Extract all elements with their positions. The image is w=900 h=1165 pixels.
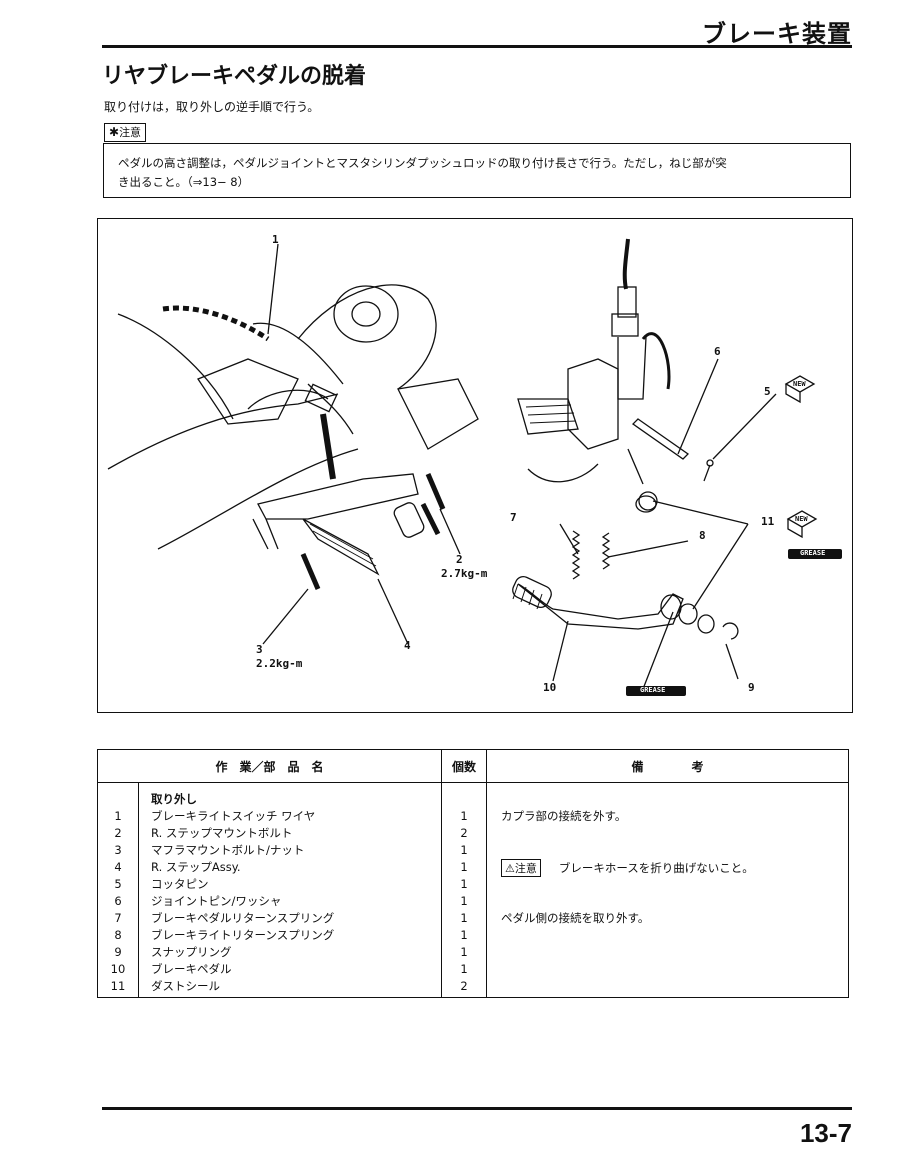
callout-3-torque: 2.2kg-m — [256, 657, 303, 670]
row-qty: 1 — [460, 928, 468, 942]
row-qty: 1 — [460, 962, 468, 976]
callout-5: 5 — [764, 385, 771, 398]
name-column: 取り外し ブレーキライトスイッチ ワイヤ R. ステップマウントボルト マフラマ… — [138, 782, 442, 998]
row-name: ブレーキライトリターンスプリング — [151, 928, 335, 942]
number-column: 1 2 3 4 5 6 7 8 9 10 11 — [97, 782, 139, 998]
row-no: 6 — [114, 894, 122, 908]
row-qty: 1 — [460, 911, 468, 925]
caution-star-icon: ✱ — [109, 125, 120, 139]
remarks-column: カプラ部の接続を外す。 ⚠注意 ブレーキホースを折り曲げないこと。 ペダル側の接続… — [486, 782, 849, 998]
new-part-icon-5: NEW — [793, 380, 806, 388]
row-name: ダストシール — [151, 979, 220, 993]
callout-4: 4 — [404, 639, 411, 652]
new-part-icon-11: NEW — [795, 515, 808, 523]
callout-10: 10 — [543, 681, 557, 694]
row-name: R. ステップマウントボルト — [151, 826, 293, 840]
row-name: スナップリング — [151, 945, 232, 959]
row-qty: 2 — [460, 826, 468, 840]
header-name: 作 業／部 品 名 — [97, 749, 442, 783]
remark-row-7: ペダル側の接続を取り外す。 — [501, 911, 650, 925]
callout-1: 1 — [272, 233, 279, 246]
callout-8: 8 — [699, 529, 706, 542]
row-qty: 1 — [460, 945, 468, 959]
row-no: 4 — [114, 860, 122, 874]
caution-badge-label: 注意 — [119, 126, 142, 139]
callout-2: 2 — [456, 553, 463, 566]
caution-text-line1: ペダルの高さ調整は，ペダルジョイントとマスタシリンダプッシュロッドの取り付け長さ… — [118, 156, 727, 170]
row-name: R. ステップAssy. — [151, 860, 241, 874]
callout-11: 11 — [761, 515, 775, 528]
header-qty: 個数 — [441, 749, 487, 783]
caution-triangle-icon: ⚠注意 — [501, 859, 541, 877]
header-rule — [102, 45, 852, 48]
row-qty: 1 — [460, 877, 468, 891]
install-note: 取り付けは，取り外しの逆手順で行う。 — [104, 100, 320, 114]
row-name: コッタピン — [151, 877, 209, 891]
row-no: 2 — [114, 826, 122, 840]
callout-2-torque: 2.7kg-m — [441, 567, 488, 580]
grease-icon-11: GREASE — [800, 549, 826, 557]
remark-row-4-text: ブレーキホースを折り曲げないこと。 — [558, 861, 754, 875]
row-name: ジョイントピン/ワッシャ — [151, 894, 282, 908]
row-qty: 1 — [460, 843, 468, 857]
parts-table: 作 業／部 品 名 個数 備 考 1 2 3 4 5 6 7 8 9 10 11… — [97, 749, 849, 998]
row-no: 10 — [110, 962, 126, 976]
remark-row-4: ⚠注意 ブレーキホースを折り曲げないこと。 — [501, 859, 754, 877]
row-name: ブレーキペダルリターンスプリング — [151, 911, 335, 925]
row-no: 7 — [114, 911, 122, 925]
caution-box: ペダルの高さ調整は，ペダルジョイントとマスタシリンダプッシュロッドの取り付け長さ… — [103, 143, 851, 198]
row-name: マフラマウントボルト/ナット — [151, 843, 305, 857]
caution-badge: ✱注意 — [104, 123, 147, 142]
callout-9: 9 — [748, 681, 755, 694]
header-remarks: 備 考 — [486, 749, 849, 783]
callout-6: 6 — [714, 345, 721, 358]
row-no: 11 — [110, 979, 126, 993]
remark-caution-label: 注意 — [514, 862, 537, 875]
row-qty: 1 — [460, 860, 468, 874]
exploded-diagram: 1 2 2.7kg-m 3 2.2kg-m 4 5 6 7 8 9 10 11 … — [97, 218, 853, 713]
grease-icon-10: GREASE — [640, 686, 666, 694]
callout-7: 7 — [510, 511, 517, 524]
row-no: 1 — [114, 809, 122, 823]
group-label: 取り外し — [151, 792, 197, 806]
row-qty: 1 — [460, 894, 468, 908]
page-number: 13-7 — [799, 1118, 852, 1148]
diagram-drawing — [107, 238, 842, 696]
callout-3: 3 — [256, 643, 263, 656]
qty-column: 1 2 1 1 1 1 1 1 1 1 2 — [441, 782, 487, 998]
chapter-title: ブレーキ装置 — [702, 20, 852, 48]
section-title: リヤブレーキペダルの脱着 — [102, 64, 367, 89]
footer-rule — [102, 1107, 852, 1110]
row-name: ブレーキペダル — [151, 962, 232, 976]
remark-row-1: カプラ部の接続を外す。 — [501, 809, 627, 823]
row-qty: 2 — [460, 979, 468, 993]
caution-text-line2: き出ること。（⇒13− 8） — [118, 175, 250, 189]
row-no: 3 — [114, 843, 122, 857]
row-no: 8 — [114, 928, 122, 942]
row-no: 5 — [114, 877, 122, 891]
row-no: 9 — [114, 945, 122, 959]
row-qty: 1 — [460, 809, 468, 823]
frame-outline — [117, 313, 234, 420]
row-name: ブレーキライトスイッチ ワイヤ — [151, 809, 316, 823]
